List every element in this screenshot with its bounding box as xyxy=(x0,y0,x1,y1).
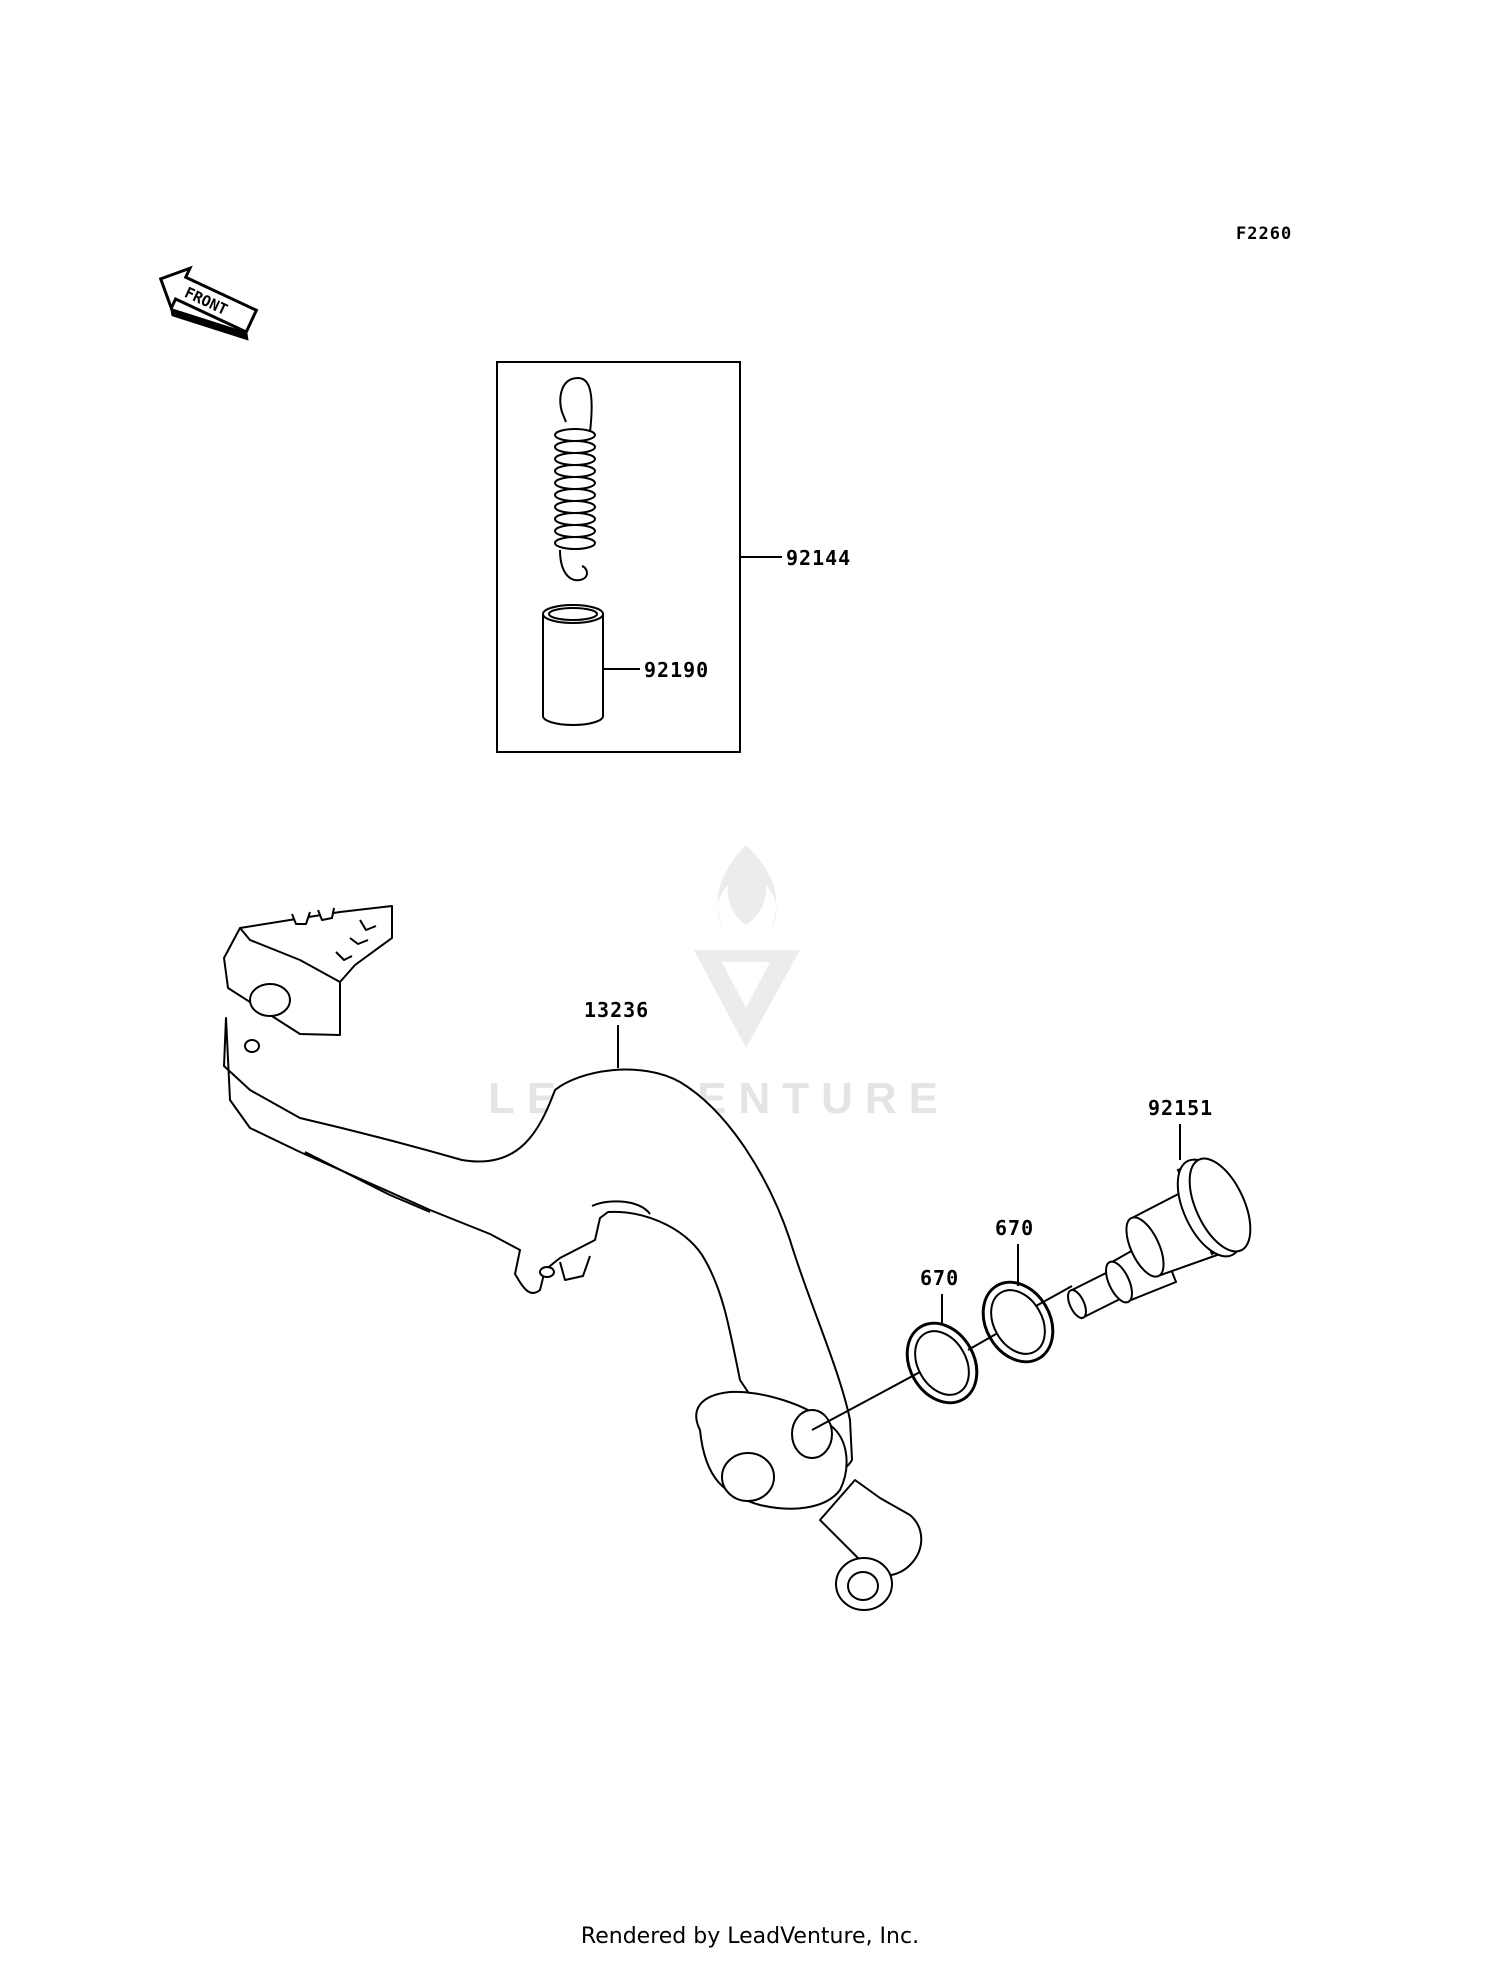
spring-kit-box xyxy=(496,361,741,753)
part-label-92190[interactable]: 92190 xyxy=(644,658,710,682)
pivot-bolt xyxy=(1067,1157,1252,1320)
footer-credit: Rendered by LeadVenture, Inc. xyxy=(580,1924,920,1949)
part-label-670-left[interactable]: 670 xyxy=(920,1266,960,1290)
part-label-92144[interactable]: 92144 xyxy=(786,546,852,570)
part-label-92151[interactable]: 92151 xyxy=(1148,1096,1214,1120)
assembly-axis xyxy=(811,1399,869,1431)
front-arrow-icon: FRONT xyxy=(158,265,259,341)
diagram-code: F2260 xyxy=(1236,224,1293,244)
return-spring xyxy=(554,376,596,582)
watermark-logo xyxy=(694,845,800,1048)
oring-left xyxy=(905,1321,979,1405)
collar xyxy=(542,604,604,726)
brake-pedal xyxy=(223,905,923,1611)
oring-right xyxy=(981,1280,1055,1364)
part-label-13236[interactable]: 13236 xyxy=(584,998,650,1022)
part-label-670-right[interactable]: 670 xyxy=(995,1216,1035,1240)
